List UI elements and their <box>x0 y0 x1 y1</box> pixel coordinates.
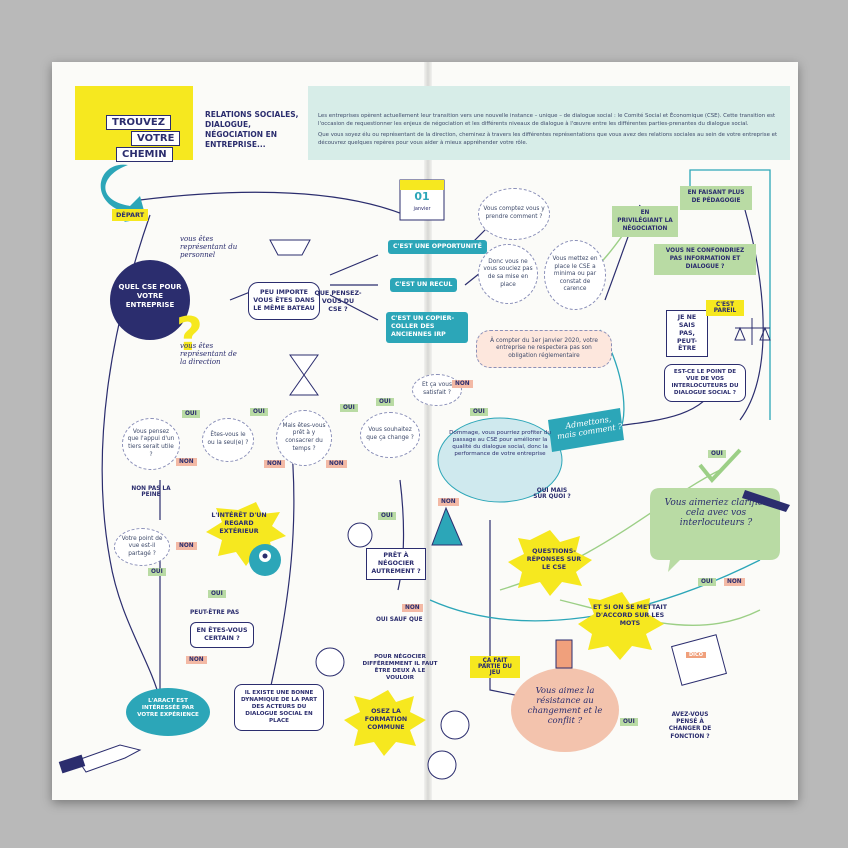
title-line-3: chemin <box>116 147 173 162</box>
oui-tag: Oui <box>470 408 488 416</box>
non-tag: Non <box>438 498 459 506</box>
questions-burst: Questions-réponses sur le CSE <box>526 548 582 571</box>
depart-label: Départ <box>112 209 149 221</box>
negocier-note: Pour négocier différemment il faut être … <box>362 654 438 681</box>
quel-cse-title: Quel CSE pour votre entreprise <box>118 283 182 309</box>
seul-question: Êtes-vous le ou la seul(e) ? <box>202 418 254 462</box>
non-tag: Non <box>452 380 473 388</box>
appui-question: Vous pensez que l'appui d'un tiers serai… <box>122 418 180 470</box>
dynamique-note: Il existe une bonne dynamique de la part… <box>234 684 324 731</box>
dommage-cloud: Dommage, vous pourriez profiter du passa… <box>449 430 551 457</box>
oui-tag: Oui <box>620 718 638 726</box>
oui-sauf-tag: Oui sauf que <box>376 617 423 623</box>
copier-option: C'est un copier-coller des anciennes IRP <box>386 312 468 343</box>
header-intro-block <box>308 86 790 160</box>
oui-tag: Oui <box>340 404 358 412</box>
osez-burst: Osez la formation commune <box>364 708 408 731</box>
oui-tag: Oui <box>208 590 226 598</box>
avez-vous-question: Avez-vous pensé à changer de fonction ? <box>668 712 712 740</box>
title-line-2: votre <box>131 131 181 146</box>
peut-etre-tag: Peut-être pas <box>190 610 240 616</box>
calendar-month: janvier <box>413 206 431 212</box>
svg-text:?: ? <box>176 307 203 361</box>
oui-tag: Oui <box>698 578 716 586</box>
direction-label: vous êtes représentant de la direction <box>180 342 237 366</box>
change-question: Vous souhaitez que ça change ? <box>360 412 420 458</box>
fait-partie-tag: Ça fait partie du jeu <box>470 656 520 678</box>
oui-tag: Oui <box>708 450 726 458</box>
comptez-question: Vous comptez vous y prendre comment ? <box>478 188 550 240</box>
confondriez-question: Vous ne confondriez pas information et d… <box>654 244 756 276</box>
opportunite-option: C'est une opportunité <box>388 240 487 255</box>
satisfait-question: Et ça vous satisfait ? <box>412 374 462 406</box>
non-tag: Non <box>264 460 285 468</box>
interet-burst: L'intérêt d'un regard extérieur <box>211 512 267 535</box>
non-tag: Non <box>176 458 197 466</box>
pareil-option: C'est pareil <box>706 300 744 316</box>
header-subtitle: Relations sociales, dialogue, négociatio… <box>205 110 299 150</box>
non-tag: Non <box>402 604 423 612</box>
non-tag: Non <box>326 460 347 468</box>
mettez-question: Vous mettez en place le CSE a minima ou … <box>544 240 606 310</box>
oui-mais-tag: Oui mais sur quoi ? <box>533 488 571 500</box>
center-fold <box>424 62 432 800</box>
non-tag: Non <box>724 578 745 586</box>
title-line-1: Trouvez <box>106 115 171 130</box>
non-tag: Non <box>176 542 197 550</box>
pedagogie-option: En faisant plus de pédagogie <box>680 186 752 210</box>
aract-bubble: L'Aract est intéressée par votre expérie… <box>137 698 199 718</box>
point-de-vue-question: Est-ce le point de vue de vos interlocut… <box>664 364 746 402</box>
obligation-note: À compter du 1er janvier 2020, votre ent… <box>476 330 612 368</box>
que-pensez-question: Que pensez-vous du CSE ? <box>314 290 362 313</box>
calendar-day: 01 <box>414 190 430 203</box>
non-tag: Non <box>186 656 207 664</box>
accord-burst: Et si on se mettait d'accord sur les mot… <box>592 604 668 627</box>
clarifier-question: Vous aimeriez clarifier cela avec vos in… <box>664 498 768 528</box>
oui-tag: Oui <box>182 410 200 418</box>
bateau-note: Peu importe vous êtes dans le même batea… <box>248 282 320 320</box>
pret-question: Prêt à négocier autrement ? <box>366 548 426 580</box>
privilegiant-option: En privilégiant la négociation <box>612 206 678 238</box>
soucier-question: Donc vous ne vous souciez pas de sa mise… <box>478 244 538 304</box>
personnel-label: vous êtes représentant du personnel <box>180 235 238 259</box>
resistance-question: Vous aimez la résistance au changement e… <box>527 686 603 726</box>
dico-book: DICO <box>686 652 706 659</box>
oui-tag: Oui <box>378 512 396 520</box>
sais-pas-option: Je ne sais pas, peut-être <box>666 310 708 358</box>
oui-tag: Oui <box>148 568 166 576</box>
header-intro: Les entreprises opèrent actuellement leu… <box>318 112 780 150</box>
recul-option: C'est un recul <box>390 278 458 293</box>
oui-tag: Oui <box>250 408 268 416</box>
temps-question: Mais êtes-vous prêt à y consacrer du tem… <box>276 410 332 466</box>
oui-tag: Oui <box>376 398 394 406</box>
non-pas-la-peine-tag: Non pas la peine <box>131 486 171 498</box>
intro-paragraph-1: Les entreprises opèrent actuellement leu… <box>318 113 776 128</box>
partage-question: Votre point de vue est-il partagé ? <box>114 528 170 566</box>
certain-question: En êtes-vous certain ? <box>190 622 254 648</box>
intro-paragraph-2: Que vous soyez élu ou représentant de la… <box>318 132 778 147</box>
